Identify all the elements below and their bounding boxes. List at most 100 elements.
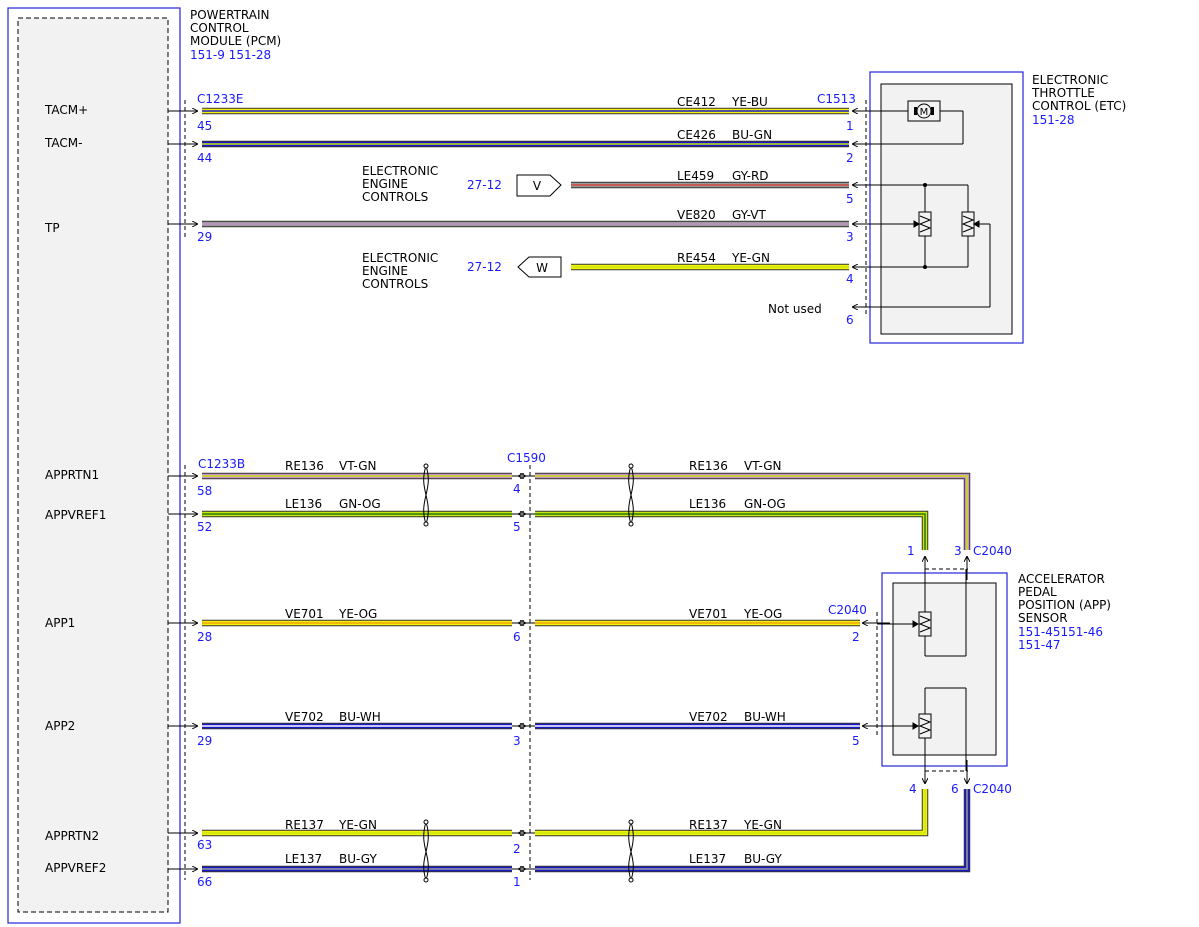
twist-symbol xyxy=(423,821,429,881)
pcm-pin-tp: TP xyxy=(44,221,60,235)
motor-icon: M xyxy=(914,103,934,119)
wire-label-color: VT-GN xyxy=(744,459,781,473)
app-title-line-4: SENSOR xyxy=(1018,611,1068,625)
twisted-pair-symbols xyxy=(423,465,634,881)
pin-number: 52 xyxy=(197,520,212,534)
pin-number: 66 xyxy=(197,875,212,889)
pcm-title-line-3: MODULE (PCM) xyxy=(190,34,281,48)
twist-symbol xyxy=(628,821,634,881)
app-internal-circuit xyxy=(877,569,967,771)
eec-block-w: ELECTRONIC ENGINE CONTROLS 27-12 W xyxy=(362,251,562,291)
pcm-pin-apprtn2: APPRTN2 xyxy=(45,829,99,843)
wire-label-color: YE-BU xyxy=(731,95,768,109)
wire-le137-right xyxy=(535,789,971,873)
pin-number: 29 xyxy=(197,230,212,244)
pin-number: 4 xyxy=(846,272,854,286)
wire-label-color: GY-VT xyxy=(732,208,766,222)
wire-label-circuit: LE136 xyxy=(285,497,322,511)
wire-label-circuit: RE137 xyxy=(285,818,324,832)
etc-junction-dot xyxy=(923,265,927,269)
app-refs-line-2: 151-47 xyxy=(1018,638,1061,652)
eec-v-line-2: ENGINE xyxy=(362,177,408,191)
wire-label-circuit: CE412 xyxy=(677,95,716,109)
pcm-title-line-2: CONTROL xyxy=(190,21,249,35)
etc-module: ELECTRONIC THROTTLE CONTROL (ETC) 151-28 xyxy=(869,71,1126,344)
wire-label-circuit: LE137 xyxy=(689,852,726,866)
app-sensor-module: ACCELERATOR PEDAL POSITION (APP) SENSOR … xyxy=(881,572,1111,767)
pin-number: 58 xyxy=(197,484,212,498)
wire-label-circuit: VE702 xyxy=(689,710,728,724)
pcm-title-line-1: POWERTRAIN xyxy=(190,8,270,22)
twist-symbol xyxy=(423,465,429,525)
pcm-pin-apprtn1: APPRTN1 xyxy=(45,468,99,482)
c1233b-label: C1233B xyxy=(198,457,245,471)
pin-number: 4 xyxy=(909,782,917,796)
eec-v-ref: 27-12 xyxy=(467,178,502,192)
pin-number: 2 xyxy=(513,842,521,856)
wire-label-color: YE-OG xyxy=(743,607,782,621)
pin-number: 28 xyxy=(197,630,212,644)
c1590-label: C1590 xyxy=(507,451,546,465)
pin-number: 6 xyxy=(951,782,959,796)
wire-labels: CE412 YE-BU CE426 BU-GN LE459 GY-RD VE82… xyxy=(285,95,822,866)
twist-end-dots xyxy=(423,463,634,883)
pin-number: 3 xyxy=(954,544,962,558)
flag-w-label: W xyxy=(536,261,548,275)
pcm-module: POWERTRAIN CONTROL MODULE (PCM) 151-9 15… xyxy=(7,7,281,924)
pin-number: 1 xyxy=(846,119,854,133)
wire-re136-right xyxy=(535,472,971,550)
wire-label-circuit: VE701 xyxy=(689,607,728,621)
eec-w-line-2: ENGINE xyxy=(362,264,408,278)
svg-text:M: M xyxy=(920,107,929,118)
wire-label-circuit: LE137 xyxy=(285,852,322,866)
app-title-line-2: PEDAL xyxy=(1018,585,1057,599)
etc-ref: 151-28 xyxy=(1032,113,1075,127)
wire-label-circuit: RE136 xyxy=(285,459,324,473)
pcm-pin-appvref1: APPVREF1 xyxy=(45,508,106,522)
pcm-refs: 151-9 151-28 xyxy=(190,48,271,62)
wire-label-color: BU-WH xyxy=(339,710,381,724)
wire-re137-right xyxy=(535,789,929,837)
wires xyxy=(202,107,971,873)
twist-symbol xyxy=(628,465,634,525)
etc-title-line-3: CONTROL (ETC) xyxy=(1032,99,1126,113)
wire-label-color: YE-OG xyxy=(338,607,377,621)
eec-block-v: ELECTRONIC ENGINE CONTROLS 27-12 V xyxy=(362,164,562,204)
not-used-label: Not used xyxy=(768,302,822,316)
pin-number: 45 xyxy=(197,119,212,133)
app-title-line-1: ACCELERATOR xyxy=(1018,572,1105,586)
pcm-pin-app2: APP2 xyxy=(45,719,75,733)
wire-label-color: BU-WH xyxy=(744,710,786,724)
wire-label-circuit: VE820 xyxy=(677,208,716,222)
wire-label-circuit: VE701 xyxy=(285,607,324,621)
pcm-pin-app1: APP1 xyxy=(45,616,75,630)
eec-v-line-3: CONTROLS xyxy=(362,190,428,204)
connector-arrows xyxy=(168,111,967,869)
eec-w-ref: 27-12 xyxy=(467,260,502,274)
c2040-label-top: C2040 xyxy=(973,544,1012,558)
pin-number: 3 xyxy=(846,230,854,244)
pin-number: 2 xyxy=(852,630,860,644)
pcm-pin-tacm-minus: TACM- xyxy=(44,136,82,150)
etc-junction-dot xyxy=(923,183,927,187)
wire-label-color: YE-GN xyxy=(743,818,782,832)
pin-number: 1 xyxy=(907,544,915,558)
c1513-label: C1513 xyxy=(817,92,856,106)
c2040-connector-lines xyxy=(876,568,968,772)
wire-label-circuit: LE459 xyxy=(677,169,714,183)
wire-label-circuit: RE137 xyxy=(689,818,728,832)
etc-title-line-1: ELECTRONIC xyxy=(1032,73,1108,87)
pcm-pin-tacm-plus: TACM+ xyxy=(44,103,88,117)
eec-w-line-3: CONTROLS xyxy=(362,277,428,291)
wire-label-color: GY-RD xyxy=(732,169,769,183)
wire-label-color: BU-GN xyxy=(732,128,772,142)
wire-label-color: YE-GN xyxy=(731,251,770,265)
flag-w-icon xyxy=(517,256,562,278)
pcm-pin-appvref2: APPVREF2 xyxy=(45,861,106,875)
pin-number: 2 xyxy=(846,151,854,165)
pin-number: 5 xyxy=(852,734,860,748)
pin-number: 3 xyxy=(513,734,521,748)
wire-label-circuit: CE426 xyxy=(677,128,716,142)
flag-v-label: V xyxy=(533,179,542,193)
